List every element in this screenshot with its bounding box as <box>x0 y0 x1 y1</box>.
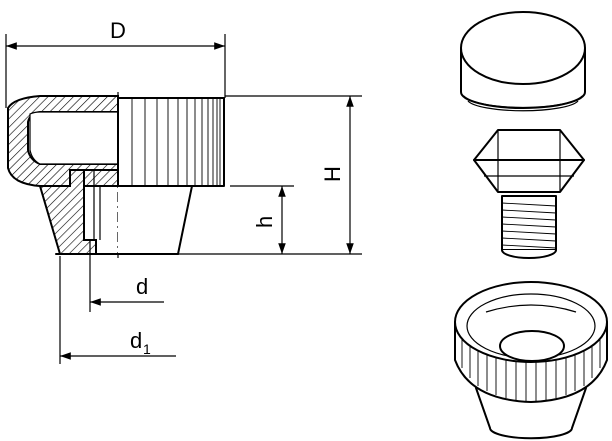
cap-section <box>7 95 119 187</box>
label-d1: d <box>130 328 142 353</box>
label-d: d <box>136 274 148 299</box>
hex-bolt <box>473 129 585 259</box>
dimensions: D H h d d 1 <box>5 18 362 364</box>
cap-inner <box>29 111 119 165</box>
label-H: H <box>320 166 345 182</box>
label-h: h <box>252 216 277 228</box>
label-d1-subscript: 1 <box>143 341 151 357</box>
label-D: D <box>110 18 126 43</box>
exploded-view <box>454 11 608 440</box>
taper-body <box>117 185 193 255</box>
cap-disc <box>460 11 586 112</box>
knurl-lines <box>131 98 221 186</box>
section-view <box>7 92 225 258</box>
knob-base <box>454 281 608 440</box>
